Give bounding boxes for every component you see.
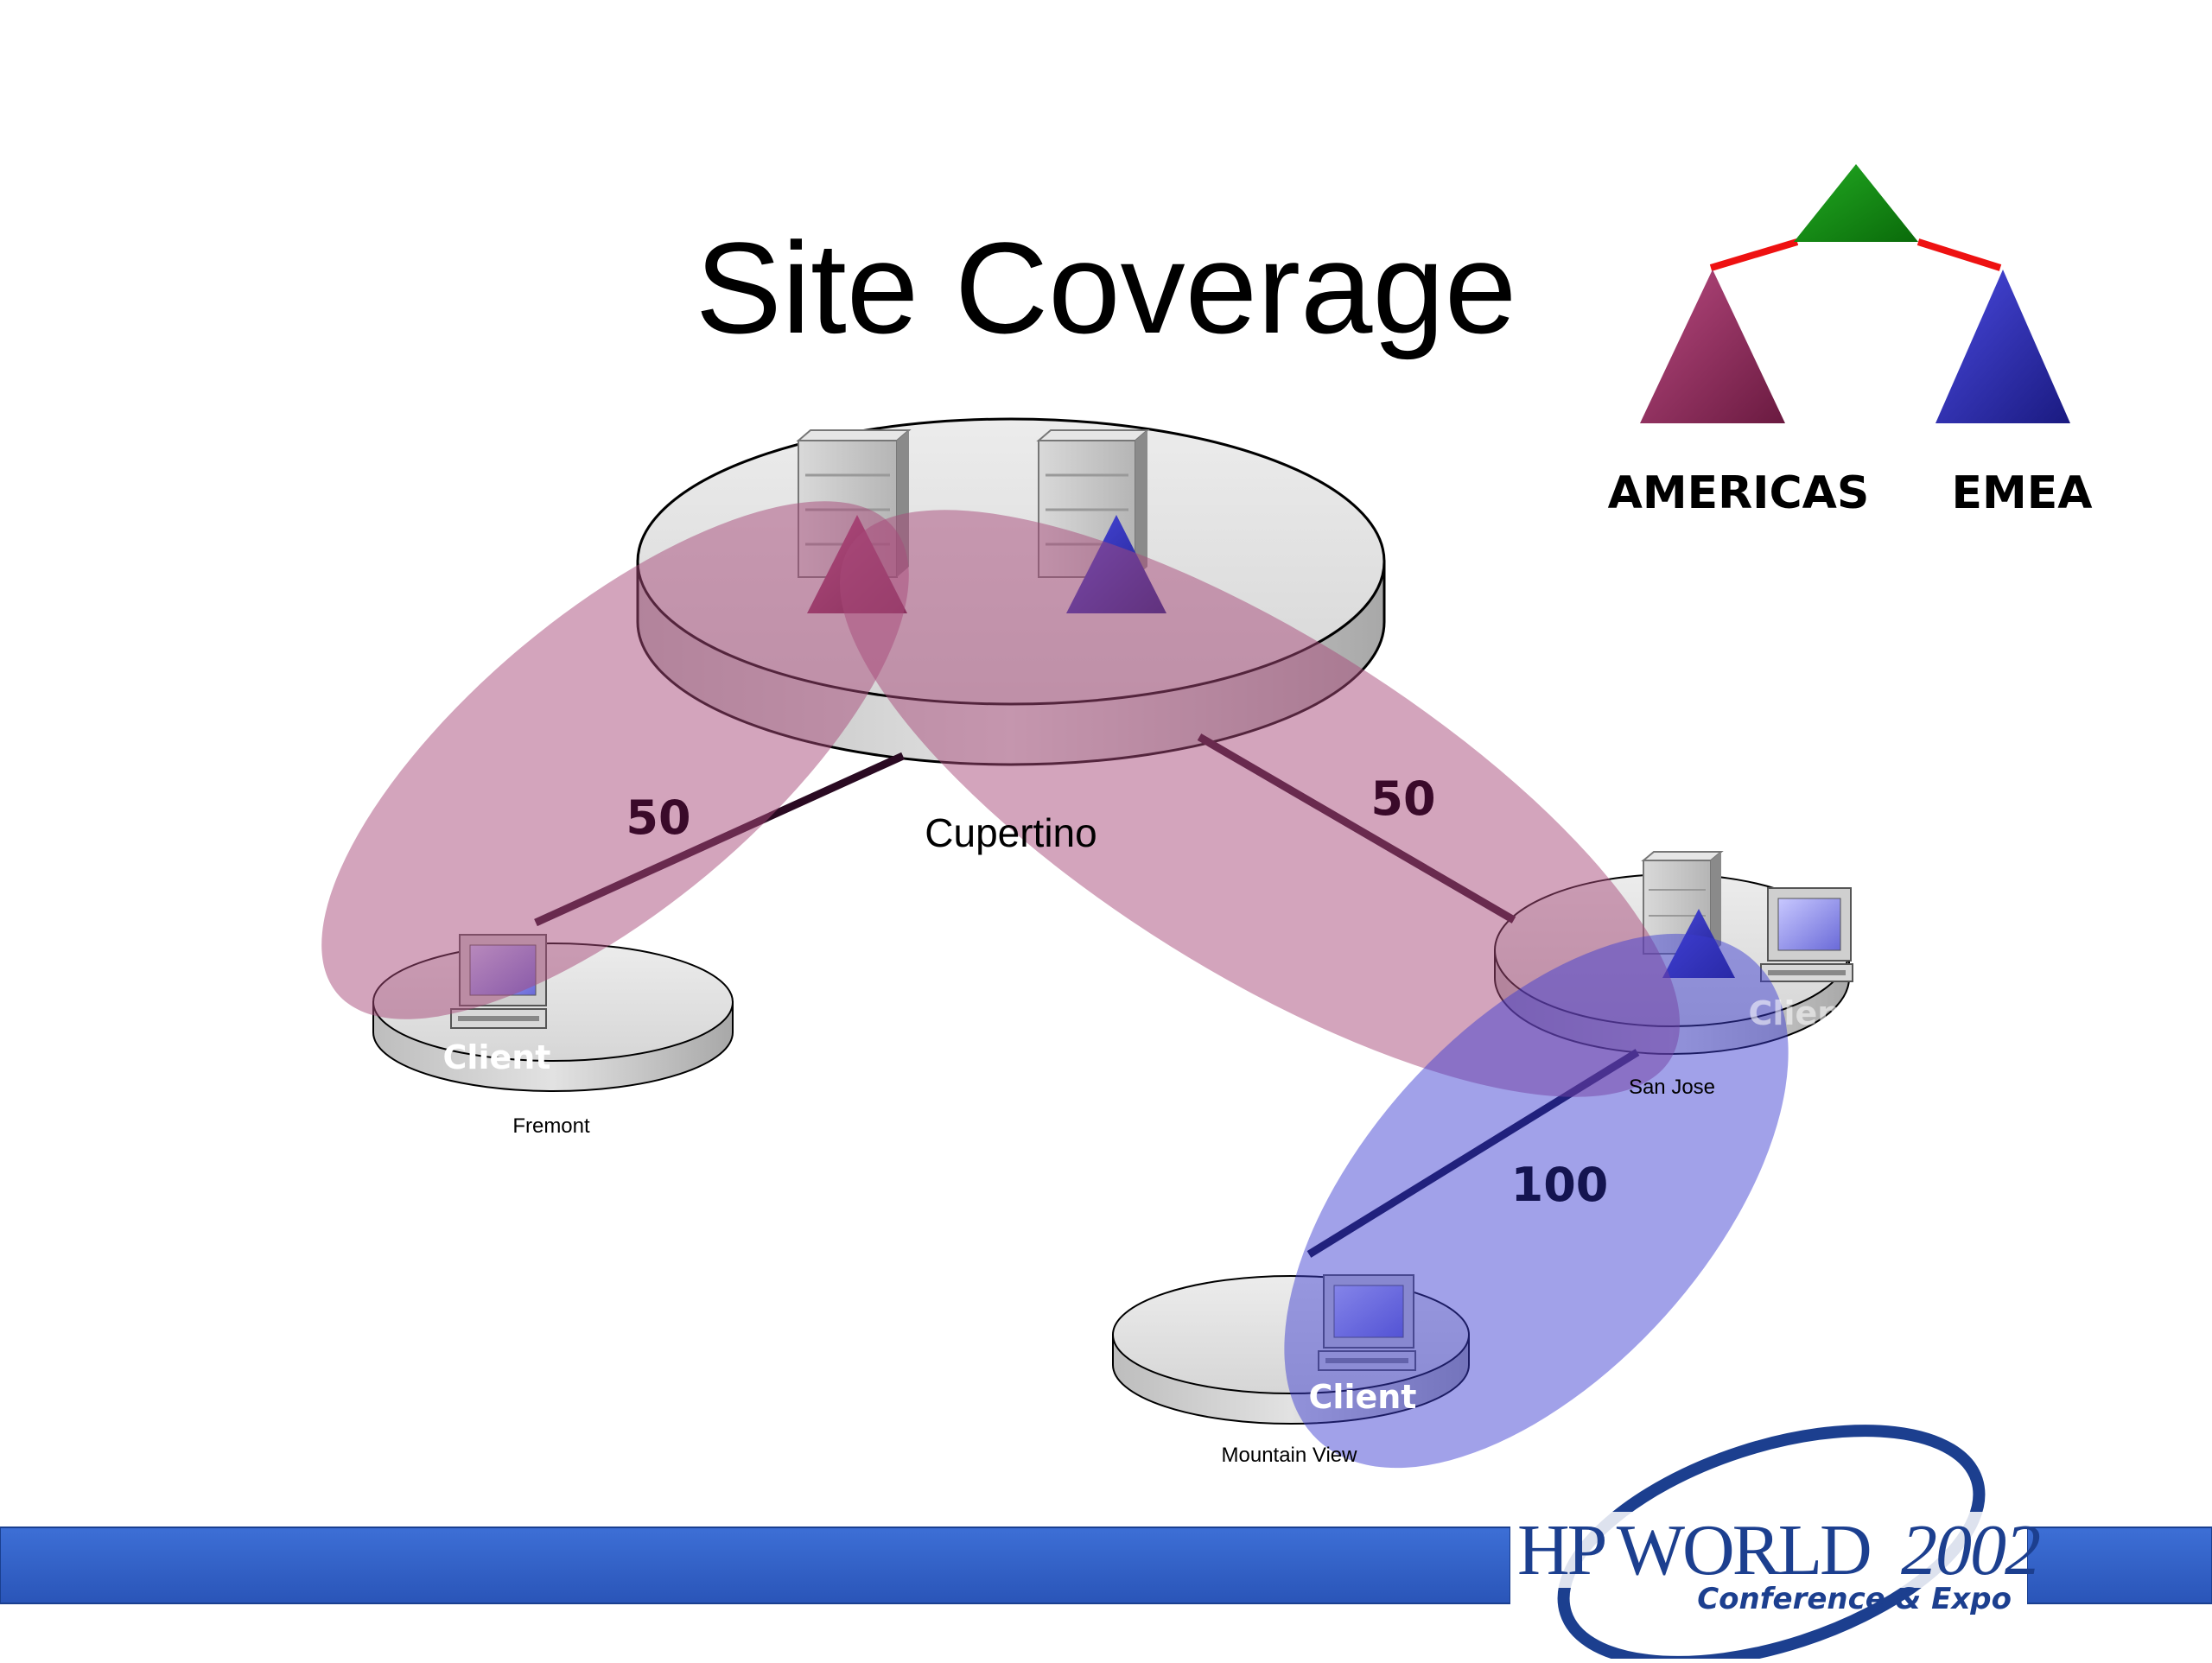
footer-bar-right — [2026, 1527, 2212, 1604]
san-jose-client-label: Client — [1749, 994, 1857, 1032]
americas-link — [1709, 238, 1799, 271]
emea-label: EMEA — [1951, 467, 2092, 519]
footer-bar-left — [0, 1527, 1511, 1604]
san-jose-client-computer-icon — [1760, 887, 1853, 982]
san-jose-site-label: San Jose — [1629, 1076, 1715, 1099]
americas-label: AMERICAS — [1608, 467, 1870, 519]
hp-world-logo: HP WORLD 2002 Conference & Expo — [1510, 1425, 2042, 1663]
fremont-site-label: Fremont — [512, 1114, 590, 1138]
emea-link — [1916, 238, 2002, 271]
americas-triangle-icon — [1640, 270, 1785, 423]
hierarchy-legend: AMERICAS EMEA — [1608, 164, 2093, 519]
cost-cupertino-fremont: 50 — [626, 790, 690, 845]
emea-coverage-mountain-view — [1284, 933, 1789, 1469]
cost-san-jose-mountain-view: 100 — [1511, 1158, 1609, 1212]
fremont-client-label: Client — [443, 1038, 551, 1076]
mountain-view-client-computer-icon — [1318, 1274, 1416, 1371]
logo-year-text: 2002 — [1901, 1510, 2040, 1590]
cupertino-site-label: Cupertino — [925, 810, 1096, 855]
cost-cupertino-san-jose: 50 — [1370, 771, 1435, 826]
logo-subtitle: Conference & Expo — [1697, 1582, 2012, 1616]
root-triangle-icon — [1794, 164, 1918, 242]
mountain-view-site-label: Mountain View — [1222, 1444, 1358, 1467]
slide-title: Site Coverage — [696, 215, 1517, 360]
americas-coverage-san-jose — [839, 510, 1681, 1097]
emea-triangle-icon — [1936, 270, 2070, 423]
americas-coverage-fremont — [321, 501, 909, 1019]
mountain-view-client-label: Client — [1309, 1378, 1417, 1416]
san-jose-emea-triangle-icon — [1662, 909, 1735, 978]
logo-main-text: HP WORLD — [1517, 1510, 1870, 1590]
